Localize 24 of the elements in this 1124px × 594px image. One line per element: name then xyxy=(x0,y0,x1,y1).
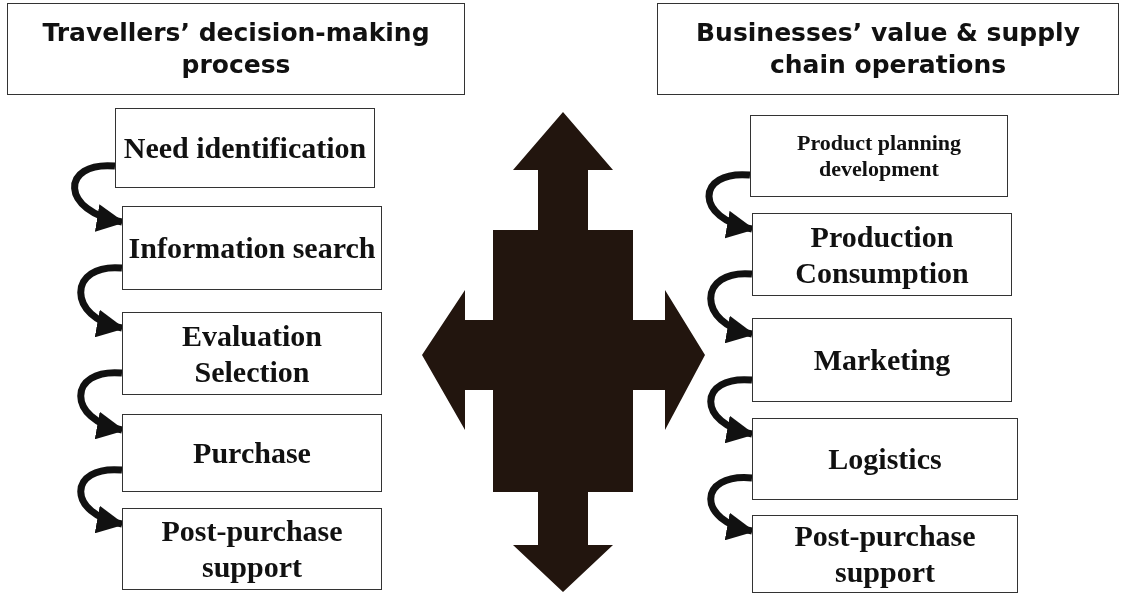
step-label: Information search xyxy=(128,230,376,266)
step-label: Post-purchase support xyxy=(160,513,344,585)
process-box xyxy=(752,213,1012,296)
step-label: Marketing xyxy=(813,342,951,378)
step-label: Production Consumption xyxy=(794,218,970,291)
step-label: Evaluation Selection xyxy=(180,317,323,390)
process-box xyxy=(122,312,382,395)
column-heading: Businesses’ value & supply chain operations xyxy=(695,16,1081,81)
process-box xyxy=(750,115,1008,197)
process-box xyxy=(752,515,1018,593)
process-box xyxy=(122,414,382,492)
process-box xyxy=(752,318,1012,402)
process-box xyxy=(122,508,382,590)
process-box xyxy=(122,206,382,290)
process-box xyxy=(115,108,375,188)
step-label: Post-purchase support xyxy=(793,518,977,590)
step-label: Product planning development xyxy=(795,129,962,183)
column-header-box xyxy=(7,3,465,95)
step-label: Logistics xyxy=(828,441,942,477)
step-label: Purchase xyxy=(193,435,311,471)
column-header-box xyxy=(657,3,1119,95)
step-label: Need identification xyxy=(123,130,367,166)
process-box xyxy=(752,418,1018,500)
column-heading: Travellers’ decision-making process xyxy=(41,16,431,81)
